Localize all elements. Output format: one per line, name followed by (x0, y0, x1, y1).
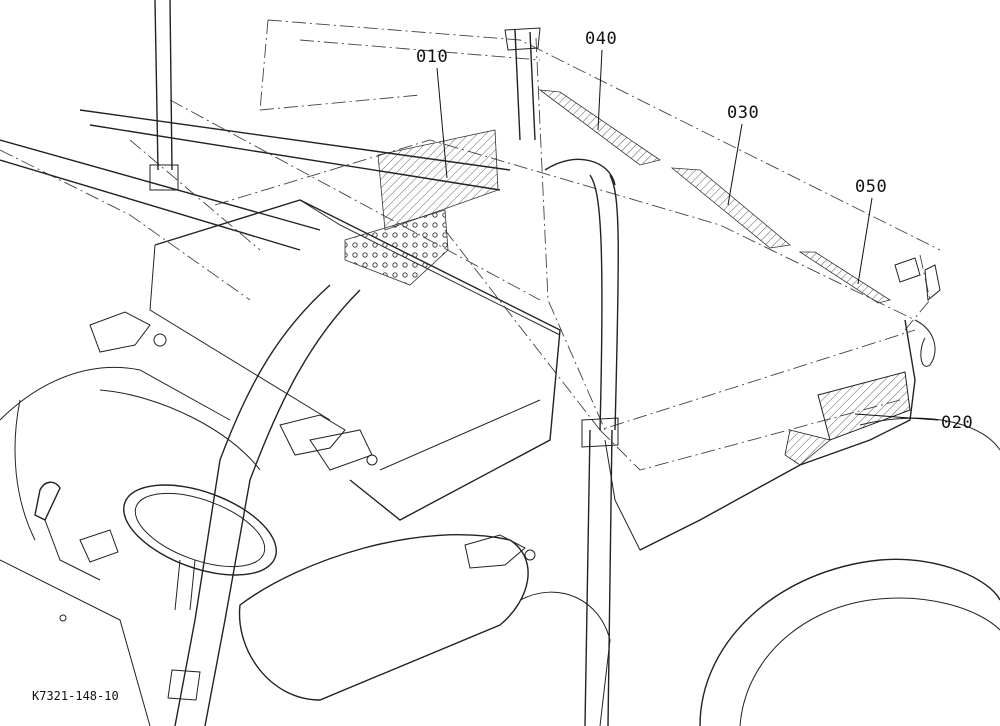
steering-wheel (123, 484, 277, 611)
leader-lines (436, 49, 939, 421)
seat-cushion (238, 534, 611, 726)
side-panel (604, 257, 941, 551)
seatbelt-buckle-left (89, 311, 167, 353)
seatbelt-buckle-center (279, 414, 378, 471)
decal-050 (798, 251, 891, 304)
roll-bar (0, 0, 619, 726)
callout-050: 050 (855, 177, 887, 197)
decal-040 (538, 89, 661, 166)
callout-010: 010 (416, 47, 448, 67)
gear-lever (34, 481, 119, 581)
seat-back (149, 199, 561, 521)
decal-030 (670, 167, 791, 249)
rear-wheel (699, 417, 1000, 726)
cargo-bed (0, 19, 941, 471)
decal-020 (784, 371, 911, 466)
roll-bar-front (167, 284, 361, 726)
figure-number: K7321-148-10 (32, 689, 119, 703)
callout-040: 040 (585, 29, 617, 49)
front-body (0, 366, 261, 726)
callout-030: 030 (727, 103, 759, 123)
callout-020: 020 (941, 413, 973, 433)
seatbelt-buckle-right (464, 534, 536, 569)
